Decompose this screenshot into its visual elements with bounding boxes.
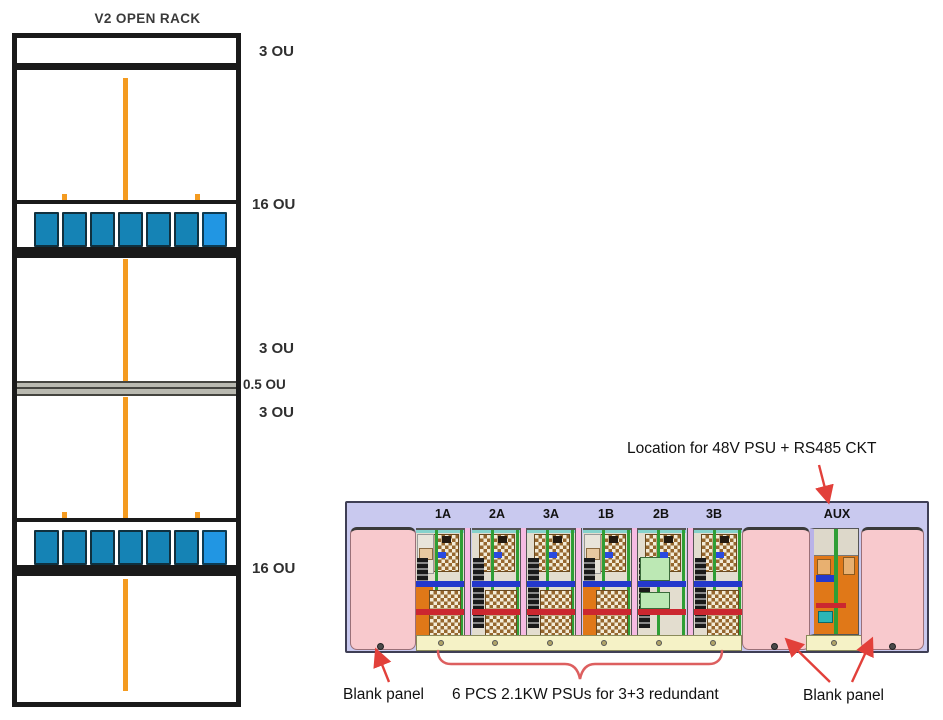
screw (601, 640, 607, 646)
aux-module (810, 528, 859, 635)
rack-top-3ou-section (17, 38, 236, 70)
slot-label-2b: 2B (653, 507, 669, 521)
psu-module-row (34, 530, 227, 565)
psu-module (90, 212, 115, 247)
blank-panel-caption-right: Blank panel (803, 687, 885, 704)
busbar-tap (195, 512, 200, 520)
power-shelf-diagram: 1A 2A 3A 1B 2B 3B AUX (345, 501, 929, 653)
blank-panel-left (350, 527, 416, 650)
psu-module (62, 530, 87, 565)
screw (771, 643, 778, 650)
psu-unit-3a (527, 528, 576, 635)
psu-module (146, 212, 171, 247)
screw (377, 643, 384, 650)
busbar (123, 259, 128, 381)
psu-unit-1b (582, 528, 631, 635)
psu-module (174, 212, 199, 247)
psu-module (90, 530, 115, 565)
busbar-tap (195, 194, 200, 202)
slot-divider (575, 528, 583, 635)
slot-label-3a: 3A (543, 507, 559, 521)
screw (889, 643, 896, 650)
psu-unit-2a (471, 528, 520, 635)
blank-panel-middle (742, 527, 810, 650)
rack-psu-shelf-lower (17, 512, 236, 576)
screw (492, 640, 498, 646)
ou-label: 3 OU (259, 43, 295, 60)
screw (831, 640, 837, 646)
blank-panel-right (861, 527, 924, 650)
psu-module (118, 530, 143, 565)
screw (656, 640, 662, 646)
slot-divider (631, 528, 639, 635)
ou-label: 16 OU (252, 196, 296, 213)
blank-panel-caption-left: Blank panel (343, 686, 425, 703)
psu-unit-1a (416, 528, 464, 635)
screw (547, 640, 553, 646)
psu-module (118, 212, 143, 247)
psu-module (62, 212, 87, 247)
rack-diagram (12, 33, 241, 707)
psu-module-highlight (202, 212, 227, 247)
psu-unit-3b (693, 528, 742, 635)
slot-divider (686, 528, 694, 635)
psu-module (34, 530, 59, 565)
busbar (123, 78, 128, 200)
slot-label-1b: 1B (598, 507, 614, 521)
ou-label: 3 OU (259, 340, 295, 357)
psu-module (174, 530, 199, 565)
busbar-tap (62, 194, 67, 202)
slot-label-2a: 2A (489, 507, 505, 521)
psu-unit-2b (638, 528, 687, 635)
psu-module-highlight (202, 530, 227, 565)
psu-bottom-rail (416, 635, 742, 651)
screw (438, 640, 444, 646)
psu-caption: 6 PCS 2.1KW PSUs for 3+3 redundant (452, 686, 719, 703)
aux-bottom-rail (806, 635, 863, 651)
psu-module (34, 212, 59, 247)
psu-module (146, 530, 171, 565)
busbar-tap (62, 512, 67, 520)
ou-label: 16 OU (252, 560, 296, 577)
ou-label: 0.5 OU (243, 377, 286, 392)
slot-divider (519, 528, 527, 635)
half-ou-shelf (17, 381, 236, 396)
slot-divider (464, 528, 472, 635)
psu-module-row (34, 212, 227, 247)
slot-label-aux: AUX (823, 507, 851, 521)
rack-title: V2 OPEN RACK (94, 11, 201, 26)
screw (710, 640, 716, 646)
busbar (123, 579, 128, 691)
rack-psu-shelf-upper (17, 194, 236, 258)
psu-slot-row (416, 528, 742, 635)
ou-label: 3 OU (259, 404, 295, 421)
location-note: Location for 48V PSU + RS485 CKT (627, 440, 877, 457)
slot-label-3b: 3B (706, 507, 722, 521)
slot-label-1a: 1A (435, 507, 451, 521)
busbar (123, 397, 128, 518)
